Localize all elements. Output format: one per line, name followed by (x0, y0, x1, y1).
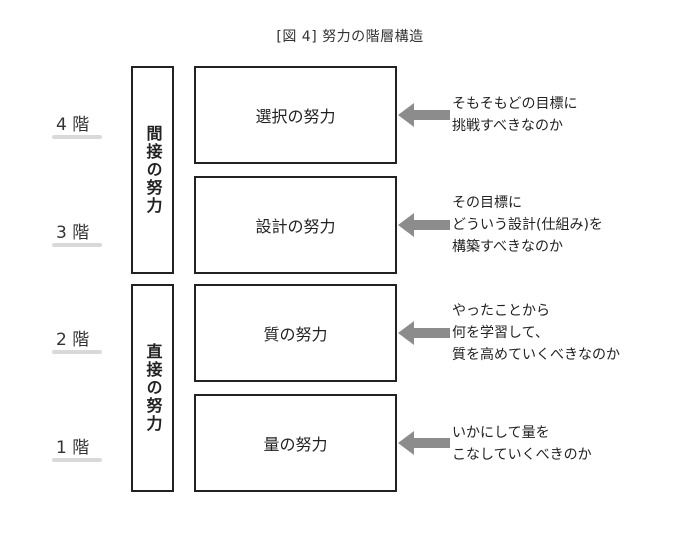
group-direct: 直接の努力 (131, 284, 174, 492)
floor-underline (52, 350, 102, 354)
desc-line: 質を高めていくべきなのか (452, 347, 620, 363)
level-box-quality: 質の努力 (194, 284, 397, 382)
desc-line: どういう設計(仕組み)を (452, 217, 603, 233)
left-arrow-icon (398, 321, 450, 345)
floor-label-3: 3 階 (52, 218, 104, 247)
floor-label-2: 2 階 (52, 325, 104, 354)
desc-design: その目標に どういう設計(仕組み)を 構築すべきなのか (452, 192, 692, 258)
desc-line: 挑戦すべきなのか (452, 118, 564, 134)
level-box-choice: 選択の努力 (194, 66, 397, 164)
desc-line: やったことから (452, 303, 550, 319)
floor-label-4: 4 階 (52, 110, 104, 139)
floor-underline (52, 243, 102, 247)
group-direct-label: 直接の努力 (143, 343, 163, 433)
desc-quantity: いかにして量を こなしていくべきのか (452, 422, 692, 466)
desc-line: そもそもどの目標に (452, 96, 578, 112)
group-indirect-label: 間接の努力 (143, 125, 163, 215)
desc-line: 何を学習して、 (452, 325, 549, 341)
floor-underline (52, 458, 102, 462)
left-arrow-icon (398, 431, 450, 455)
desc-line: 構築すべきなのか (452, 239, 564, 255)
desc-quality: やったことから 何を学習して、 質を高めていくべきなのか (452, 300, 692, 366)
level-box-design: 設計の努力 (194, 176, 397, 274)
group-indirect: 間接の努力 (131, 66, 174, 274)
left-arrow-icon (398, 103, 450, 127)
floor-label-1: 1 階 (52, 433, 104, 462)
desc-line: その目標に (452, 195, 522, 211)
left-arrow-icon (398, 213, 450, 237)
floor-underline (52, 135, 102, 139)
desc-choice: そもそもどの目標に 挑戦すべきなのか (452, 93, 692, 137)
desc-line: こなしていくべきのか (452, 447, 592, 463)
figure-title: [図 4] 努力の階層構造 (276, 29, 424, 45)
level-box-quantity: 量の努力 (194, 394, 397, 492)
desc-line: いかにして量を (452, 425, 550, 441)
